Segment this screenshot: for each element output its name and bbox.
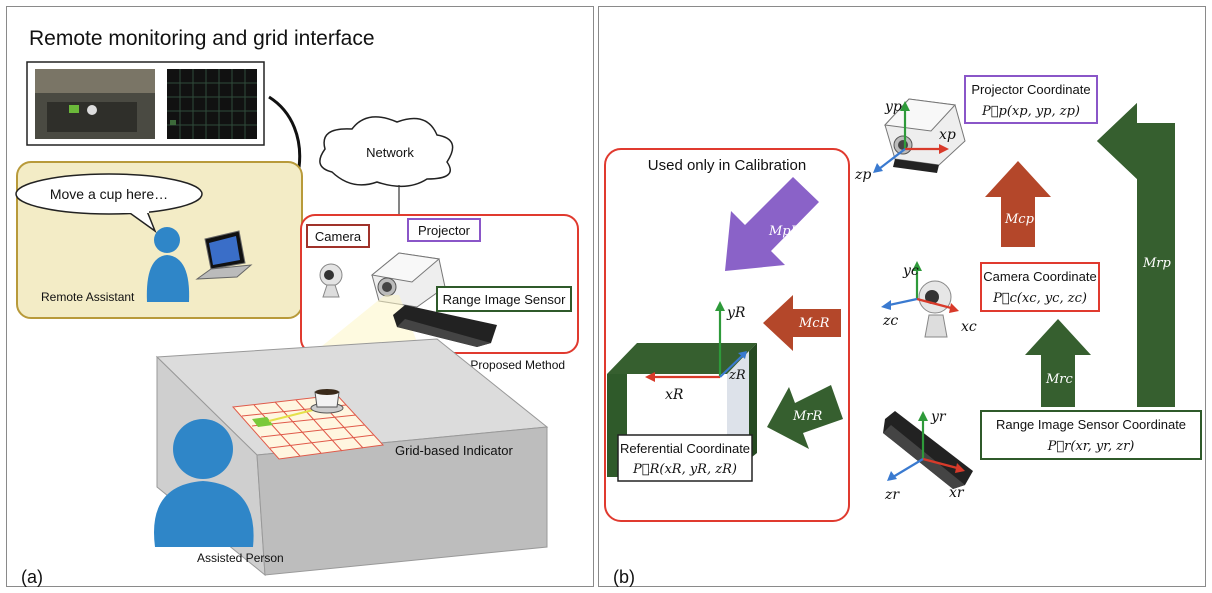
arrow-mrc bbox=[1025, 319, 1091, 407]
projector-label-box bbox=[407, 218, 481, 242]
axis-zr: zr bbox=[884, 487, 900, 503]
panel-b: Used only in Calibration yR xR zR Refere… bbox=[598, 6, 1206, 587]
camera-coord-label: Camera Coordinate bbox=[983, 269, 1096, 284]
arrow-mcp bbox=[985, 161, 1051, 247]
ref-coord-vec: P⃗R(xR, yR, zR) bbox=[632, 462, 737, 477]
projector-coord-label: Projector Coordinate bbox=[971, 82, 1090, 97]
axis-xR: xR bbox=[665, 387, 684, 403]
projector-coord-box bbox=[964, 75, 1098, 124]
range-axes bbox=[887, 411, 965, 481]
range-coord-vec: P⃗r(xr, yr, zr) bbox=[1047, 439, 1135, 454]
referential-axes bbox=[645, 301, 747, 382]
range-coord-label: Range Image Sensor Coordinate bbox=[996, 417, 1186, 432]
remote-assistant-figure bbox=[146, 227, 190, 302]
label-mrR: MrR bbox=[792, 409, 823, 424]
camera-label-box bbox=[306, 224, 370, 248]
projector-coord-vec: P⃗p(xp, yp, zp) bbox=[981, 104, 1080, 119]
camera-axes bbox=[881, 261, 959, 313]
calibration-title: Used only in Calibration bbox=[648, 157, 806, 174]
range-coord-box bbox=[980, 410, 1202, 460]
ref-coord-label: Referential Coordinate bbox=[620, 441, 750, 456]
remote-assistant-label: Remote Assistant bbox=[41, 290, 135, 304]
panel-a: Remote monitoring and grid interface bbox=[6, 6, 594, 587]
camera-label: Camera bbox=[315, 229, 362, 244]
label-mrc: Mrc bbox=[1045, 372, 1074, 387]
arrow-mcR bbox=[763, 295, 841, 351]
camera-coord-box bbox=[980, 262, 1100, 312]
axis-xr: xr bbox=[949, 485, 965, 501]
panel-a-label: (a) bbox=[21, 567, 43, 587]
arrow-mpR bbox=[725, 177, 819, 271]
range-sensor-label: Range Image Sensor bbox=[443, 292, 567, 307]
assisted-person-figure bbox=[154, 419, 254, 547]
range-sensor-device bbox=[393, 305, 497, 347]
camera-coord-vec: P⃗c(xc, yc, zc) bbox=[992, 291, 1087, 306]
panel-b-label: (b) bbox=[613, 567, 635, 587]
range-sensor-label-box bbox=[436, 286, 572, 312]
panel-a-canvas: Remote monitoring and grid interface bbox=[15, 27, 579, 587]
label-mrp: Mrp bbox=[1142, 256, 1172, 271]
label-mpR: MpR bbox=[768, 224, 801, 239]
axis-yR: yR bbox=[726, 305, 746, 321]
ref-coord-box bbox=[617, 434, 753, 482]
projector-label: Projector bbox=[418, 223, 471, 238]
axis-xc: xc bbox=[961, 319, 977, 335]
axis-zp: zp bbox=[854, 167, 871, 183]
projector-axes bbox=[873, 101, 949, 173]
panel-b-canvas: Used only in Calibration yR xR zR Refere… bbox=[604, 75, 1202, 587]
laptop-icon bbox=[195, 230, 253, 280]
axis-yp: yp bbox=[884, 99, 902, 115]
label-mcp: Mcp bbox=[1004, 212, 1035, 227]
axis-zc: zc bbox=[882, 313, 898, 329]
arrow-mrp bbox=[1097, 103, 1175, 407]
range-sensor-device-b bbox=[883, 411, 973, 489]
network-label: Network bbox=[366, 145, 414, 160]
speech-bubble bbox=[15, 173, 203, 234]
label-mcR: McR bbox=[798, 316, 830, 331]
speech-text: Move a cup here… bbox=[50, 186, 168, 202]
axis-yc: yc bbox=[902, 263, 919, 279]
grid-indicator-label: Grid-based Indicator bbox=[395, 443, 513, 458]
axis-zR: zR bbox=[728, 368, 746, 383]
cup-icon bbox=[310, 389, 344, 414]
camera-device bbox=[319, 263, 343, 298]
panel-a-title: Remote monitoring and grid interface bbox=[29, 27, 375, 50]
grid-indicator bbox=[231, 394, 385, 460]
axis-yr: yr bbox=[930, 409, 947, 425]
arrow-mrR bbox=[767, 385, 843, 449]
monitor-screenshot bbox=[26, 61, 265, 146]
assisted-person-label: Assisted Person bbox=[197, 551, 284, 565]
camera-device-b bbox=[918, 280, 952, 338]
projector-device bbox=[370, 252, 446, 308]
network-cloud bbox=[319, 116, 454, 188]
axis-xp: xp bbox=[939, 127, 956, 143]
